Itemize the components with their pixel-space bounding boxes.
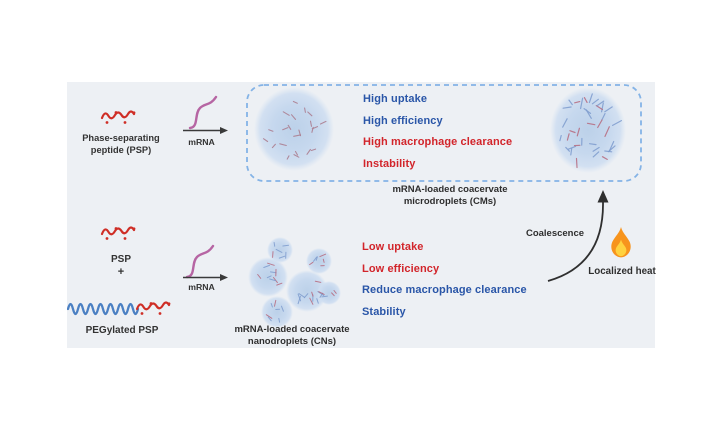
mrna-arrow-label-top: mRNA <box>188 136 215 147</box>
droplet-rna-specks <box>257 93 623 323</box>
reactant-label-line2: peptide (PSP) <box>90 144 152 155</box>
localized-heat-label: Localized heat <box>588 266 656 277</box>
cn-caption-line1: mRNA-loaded coacervate <box>234 324 350 335</box>
diagram-graphics <box>67 84 642 328</box>
cm-droplet-left <box>254 87 334 171</box>
psp-tail-icon <box>135 301 172 316</box>
mrna-strand-icon-2 <box>185 244 215 279</box>
flame-icon <box>611 227 631 258</box>
psp-label: PSP <box>110 254 131 265</box>
cn-droplet-cluster <box>248 237 341 328</box>
reactant-label-line1: Phase-separating <box>82 133 160 143</box>
peg-chain-icon <box>67 302 140 316</box>
cm-caption: mRNA-loaded coacervate microdroplets (CM… <box>385 184 515 208</box>
outcome-item: Instability <box>363 157 416 170</box>
mrna-strand-icon <box>188 95 218 130</box>
outcome-item: Low uptake <box>362 241 424 253</box>
outcome-item: High macrophage clearance <box>363 136 513 148</box>
coalescence-arrow <box>547 190 609 282</box>
phase-separating-peptide-label: Phase-separating peptide (PSP) <box>71 133 171 156</box>
reaction-arrow-bottom <box>183 274 228 281</box>
cm-droplet-right <box>550 87 626 173</box>
outcome-item: High efficiency <box>363 114 443 127</box>
plus-sign: + <box>117 266 125 278</box>
cn-caption-line2: nanodroplets (CNs) <box>247 336 337 347</box>
outcome-item: Reduce macrophage clearance <box>362 284 527 296</box>
cm-caption-line2: microdroplets (CMs) <box>403 196 497 207</box>
psp-peptide-icon <box>100 109 137 126</box>
coalescence-label: Coalescence <box>525 228 585 239</box>
cm-caption-line1: mRNA-loaded coacervate <box>392 184 508 195</box>
cm-outcome-list: High uptake High efficiency High macroph… <box>363 89 512 175</box>
outcome-item: High uptake <box>363 93 428 105</box>
outcome-item: Stability <box>362 305 406 318</box>
pegylated-psp-label: PEGylated PSP <box>85 325 159 336</box>
diagram-panel: Phase-separating peptide (PSP) mRNA High… <box>67 82 656 348</box>
reaction-arrow-top <box>183 127 228 134</box>
cm-dashed-box <box>246 84 642 182</box>
cn-caption: mRNA-loaded coacervate nanodroplets (CNs… <box>217 324 367 348</box>
psp-peptide-icon-2 <box>100 226 137 241</box>
mrna-arrow-label-bottom: mRNA <box>188 282 215 292</box>
cn-outcome-list: Low uptake Low efficiency Reduce macroph… <box>362 237 527 323</box>
outcome-item: Low efficiency <box>362 262 440 275</box>
